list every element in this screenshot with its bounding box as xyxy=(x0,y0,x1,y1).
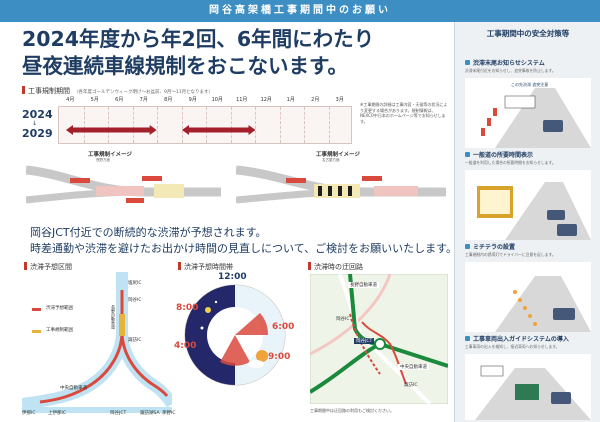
month-gridline xyxy=(83,107,85,143)
road-diagram-left xyxy=(26,165,221,204)
period-arrow xyxy=(66,120,157,135)
safety-item-4: 工事車両出入ガイドシステムの導入 xyxy=(465,334,569,343)
month-gridline xyxy=(108,107,109,143)
detour-map xyxy=(310,274,448,404)
image-title-left: 工事規制イメージ xyxy=(88,152,132,158)
headline: 2024年度から年2回、6年間にわたり 昼夜連続車線規制をおこないます。 xyxy=(22,26,374,80)
road-nagano: 長野自動車道 xyxy=(111,305,116,329)
construction-image-left: 工事規制イメージ 長野方面 xyxy=(26,150,221,208)
month-label: 4月 xyxy=(66,97,75,103)
month-gridline xyxy=(157,107,158,143)
road-chuo: 中央自動車道 xyxy=(60,386,87,391)
month-label: 3月 xyxy=(335,97,344,103)
month-gridline xyxy=(230,107,232,143)
month-label: 6月 xyxy=(115,97,124,103)
month-label: 1月 xyxy=(286,97,295,103)
safety-desc-4: 工事車両の出入を検知し、接近車両へお知らせします。 xyxy=(465,344,560,349)
place-chino: 茅野IC xyxy=(162,411,176,416)
page-header: 岡谷高架橋工事期間中のお願い xyxy=(0,0,600,22)
month-gridline xyxy=(255,107,256,143)
safety-desc-3: 工事規制内の誘導灯でドライバーに注意を促します。 xyxy=(465,252,556,257)
legend-jam: 渋滞予想範囲 xyxy=(46,306,73,311)
month-label: 9月 xyxy=(188,97,197,103)
image-caption-right: 名古屋方面 xyxy=(322,158,340,162)
safety-desc-1: 渋滞末尾付近をお知らせし、追突事故を防止します。 xyxy=(465,68,556,73)
schedule-grid xyxy=(58,106,352,144)
month-gridline xyxy=(132,107,134,143)
detour-label-okaya-ic: 岡谷IC xyxy=(336,317,350,322)
body-line-1: 岡谷JCT付近での断続的な渋滞が予想されます。 xyxy=(30,226,267,239)
place-ina: 伊那IC xyxy=(22,411,36,416)
safety-image-4 xyxy=(465,354,591,420)
month-label: 10月 xyxy=(211,97,223,103)
image-title-right: 工事規制イメージ xyxy=(316,152,360,158)
road-diagram-right xyxy=(236,165,446,204)
clock-time-8: 8:00 xyxy=(176,303,199,313)
month-label: 11月 xyxy=(236,97,248,103)
detour-note: 工事期間中は迂回路の利用もご検討ください。 xyxy=(310,408,394,413)
jam-map-title: 渋滞予想区間 xyxy=(24,262,72,272)
safety-image-1 xyxy=(465,78,591,148)
headline-line-1: 2024年度から年2回、6年間にわたり xyxy=(22,27,375,51)
section-marker-icon xyxy=(22,86,25,94)
year-end: 2029 xyxy=(22,127,53,140)
period-arrow-icon xyxy=(181,125,255,135)
image-caption-left: 長野方面 xyxy=(96,158,110,162)
safety-image-2 xyxy=(465,170,591,240)
detour-label-nagano: 長野自動車道 xyxy=(348,282,379,288)
month-label: 7月 xyxy=(139,97,148,103)
period-arrow-icon xyxy=(66,125,157,135)
clock-time-4: 4:00 xyxy=(174,341,197,351)
year-start: 2024 xyxy=(22,108,53,121)
month-axis: 4月 5月 6月 7月 8月 9月 10月 11月 12月 1月 2月 3月 xyxy=(58,96,352,104)
place-shiojiri: 塩尻IC xyxy=(128,281,142,286)
detour-label-suwa-ic: 諏訪IC xyxy=(404,383,418,388)
clock-time-12: 12:00 xyxy=(218,272,247,282)
place-kamiina: 上伊那IC xyxy=(48,411,66,416)
safety-item-3: ミチテラの設置 xyxy=(465,242,515,251)
month-gridline xyxy=(181,107,183,143)
safety-title: 工事期間中の安全対策等 xyxy=(486,29,570,38)
legend-work: 工事規制範囲 xyxy=(46,328,73,333)
period-arrow xyxy=(181,120,255,135)
month-gridline xyxy=(304,107,305,143)
safety-panel: 工事期間中の安全対策等 渋滞末尾お知らせシステム 渋滞末尾付近をお知らせし、追突… xyxy=(454,22,600,422)
safety-item-2: 一般道の所要時間表示 xyxy=(465,150,533,159)
month-gridline xyxy=(279,107,281,143)
schedule-note: ※工事期間の詳細は工事内容・天候等の状況により変更する場合があります。規制情報は… xyxy=(360,102,448,124)
clock-time-9: 9:00 xyxy=(268,352,291,362)
safety-desc-2: 一般道を利用した場合の所要時間をお知らせします。 xyxy=(465,160,556,165)
month-label: 5月 xyxy=(90,97,99,103)
safety-image-3 xyxy=(465,262,591,332)
detour-title: 渋滞時の迂回路 xyxy=(308,262,363,272)
month-label: 2月 xyxy=(311,97,320,103)
jam-time-clock xyxy=(184,284,286,386)
schedule-chart: 2024 2029 ↓ 4月 5月 6月 7月 8月 9月 10月 11月 12月 1月 2月 3月 xyxy=(22,96,352,146)
place-okaya-jct: 岡谷JCT xyxy=(110,411,127,416)
detour-label-chuo: 中央自動車道 xyxy=(398,364,429,370)
month-gridline xyxy=(206,107,207,143)
detour-label-jct: 岡谷JCT xyxy=(354,338,375,344)
sign-text: この先渋滞 追突注意 xyxy=(511,82,549,87)
safety-item-1: 渋滞末尾お知らせシステム xyxy=(465,58,545,67)
place-okaya-ic: 岡谷IC xyxy=(128,298,142,303)
year-range-arrow-icon: ↓ xyxy=(32,120,38,127)
month-label: 8月 xyxy=(164,97,173,103)
jam-map xyxy=(22,272,172,422)
construction-image-right: 工事規制イメージ 名古屋方面 xyxy=(236,150,446,208)
place-suwako-sa: 諏訪湖SA xyxy=(140,411,160,416)
headline-line-2: 昼夜連続車線規制をおこないます。 xyxy=(22,54,348,78)
place-suwa-ic: 諏訪IC xyxy=(128,338,142,343)
clock-time-6: 6:00 xyxy=(272,322,295,332)
schedule-section-title: 工事規制期間（各年度ゴールデンウィーク明け〜お盆前、9月〜11月となります） xyxy=(22,86,213,96)
month-label: 12月 xyxy=(260,97,272,103)
body-line-2: 時差通勤や渋滞を避けたお出かけ時間の見直しについて、ご検討をお願いいたします。 xyxy=(30,242,458,255)
jam-time-title: 渋滞予想時間帯 xyxy=(178,262,233,272)
month-gridline xyxy=(328,107,330,143)
